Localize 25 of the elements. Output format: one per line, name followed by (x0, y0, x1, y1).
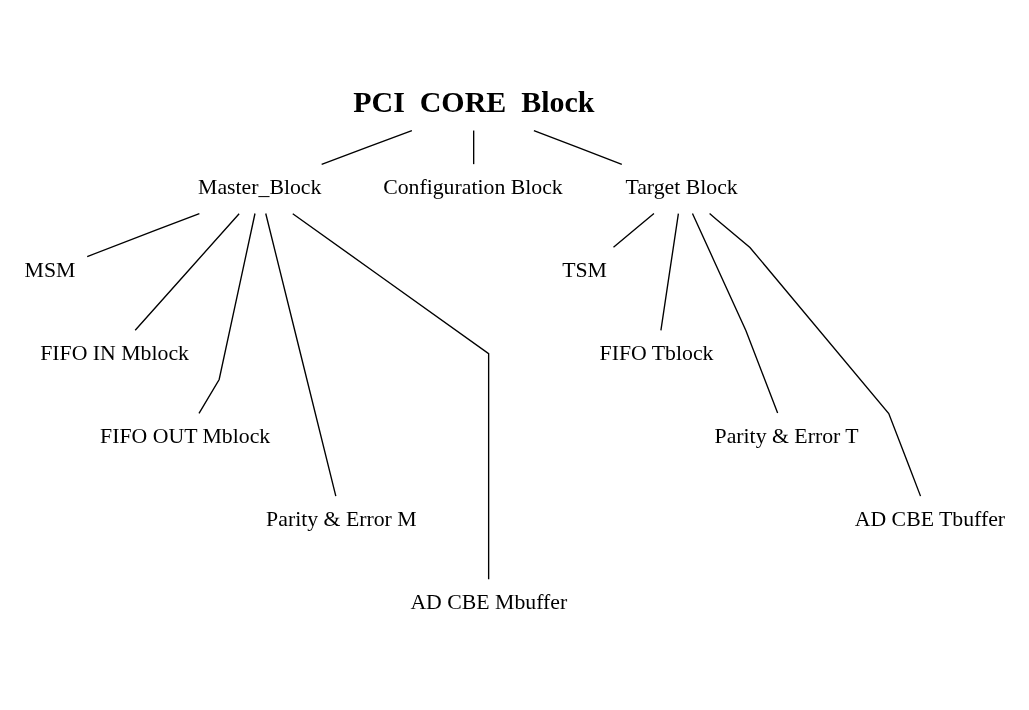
node-text: Target Block (625, 175, 738, 200)
connector (660, 213, 680, 331)
node-text: AD CBE Mbuffer (410, 590, 568, 615)
connector (708, 212, 922, 497)
node-text: Parity & Error M (266, 507, 417, 532)
connector (473, 129, 475, 165)
connector (134, 213, 240, 331)
connector (198, 212, 256, 415)
node-text: Master_Block (198, 175, 322, 200)
node-text: FIFO OUT Mblock (100, 424, 271, 449)
node-text: PCI CORE Block (353, 85, 595, 119)
connector (86, 212, 201, 258)
connector (691, 212, 779, 414)
node-text: AD CBE Tbuffer (854, 507, 1006, 532)
node-text: MSM (24, 258, 76, 283)
node-text: TSM (562, 258, 607, 283)
connector (533, 129, 623, 166)
node-text: FIFO Tblock (599, 341, 714, 366)
connector (265, 212, 337, 497)
node-text: FIFO IN Mblock (40, 341, 189, 366)
node-text: Parity & Error T (714, 424, 859, 449)
connector (292, 213, 490, 580)
connector (321, 129, 413, 166)
connector (612, 212, 655, 248)
node-text: Configuration Block (383, 175, 563, 200)
